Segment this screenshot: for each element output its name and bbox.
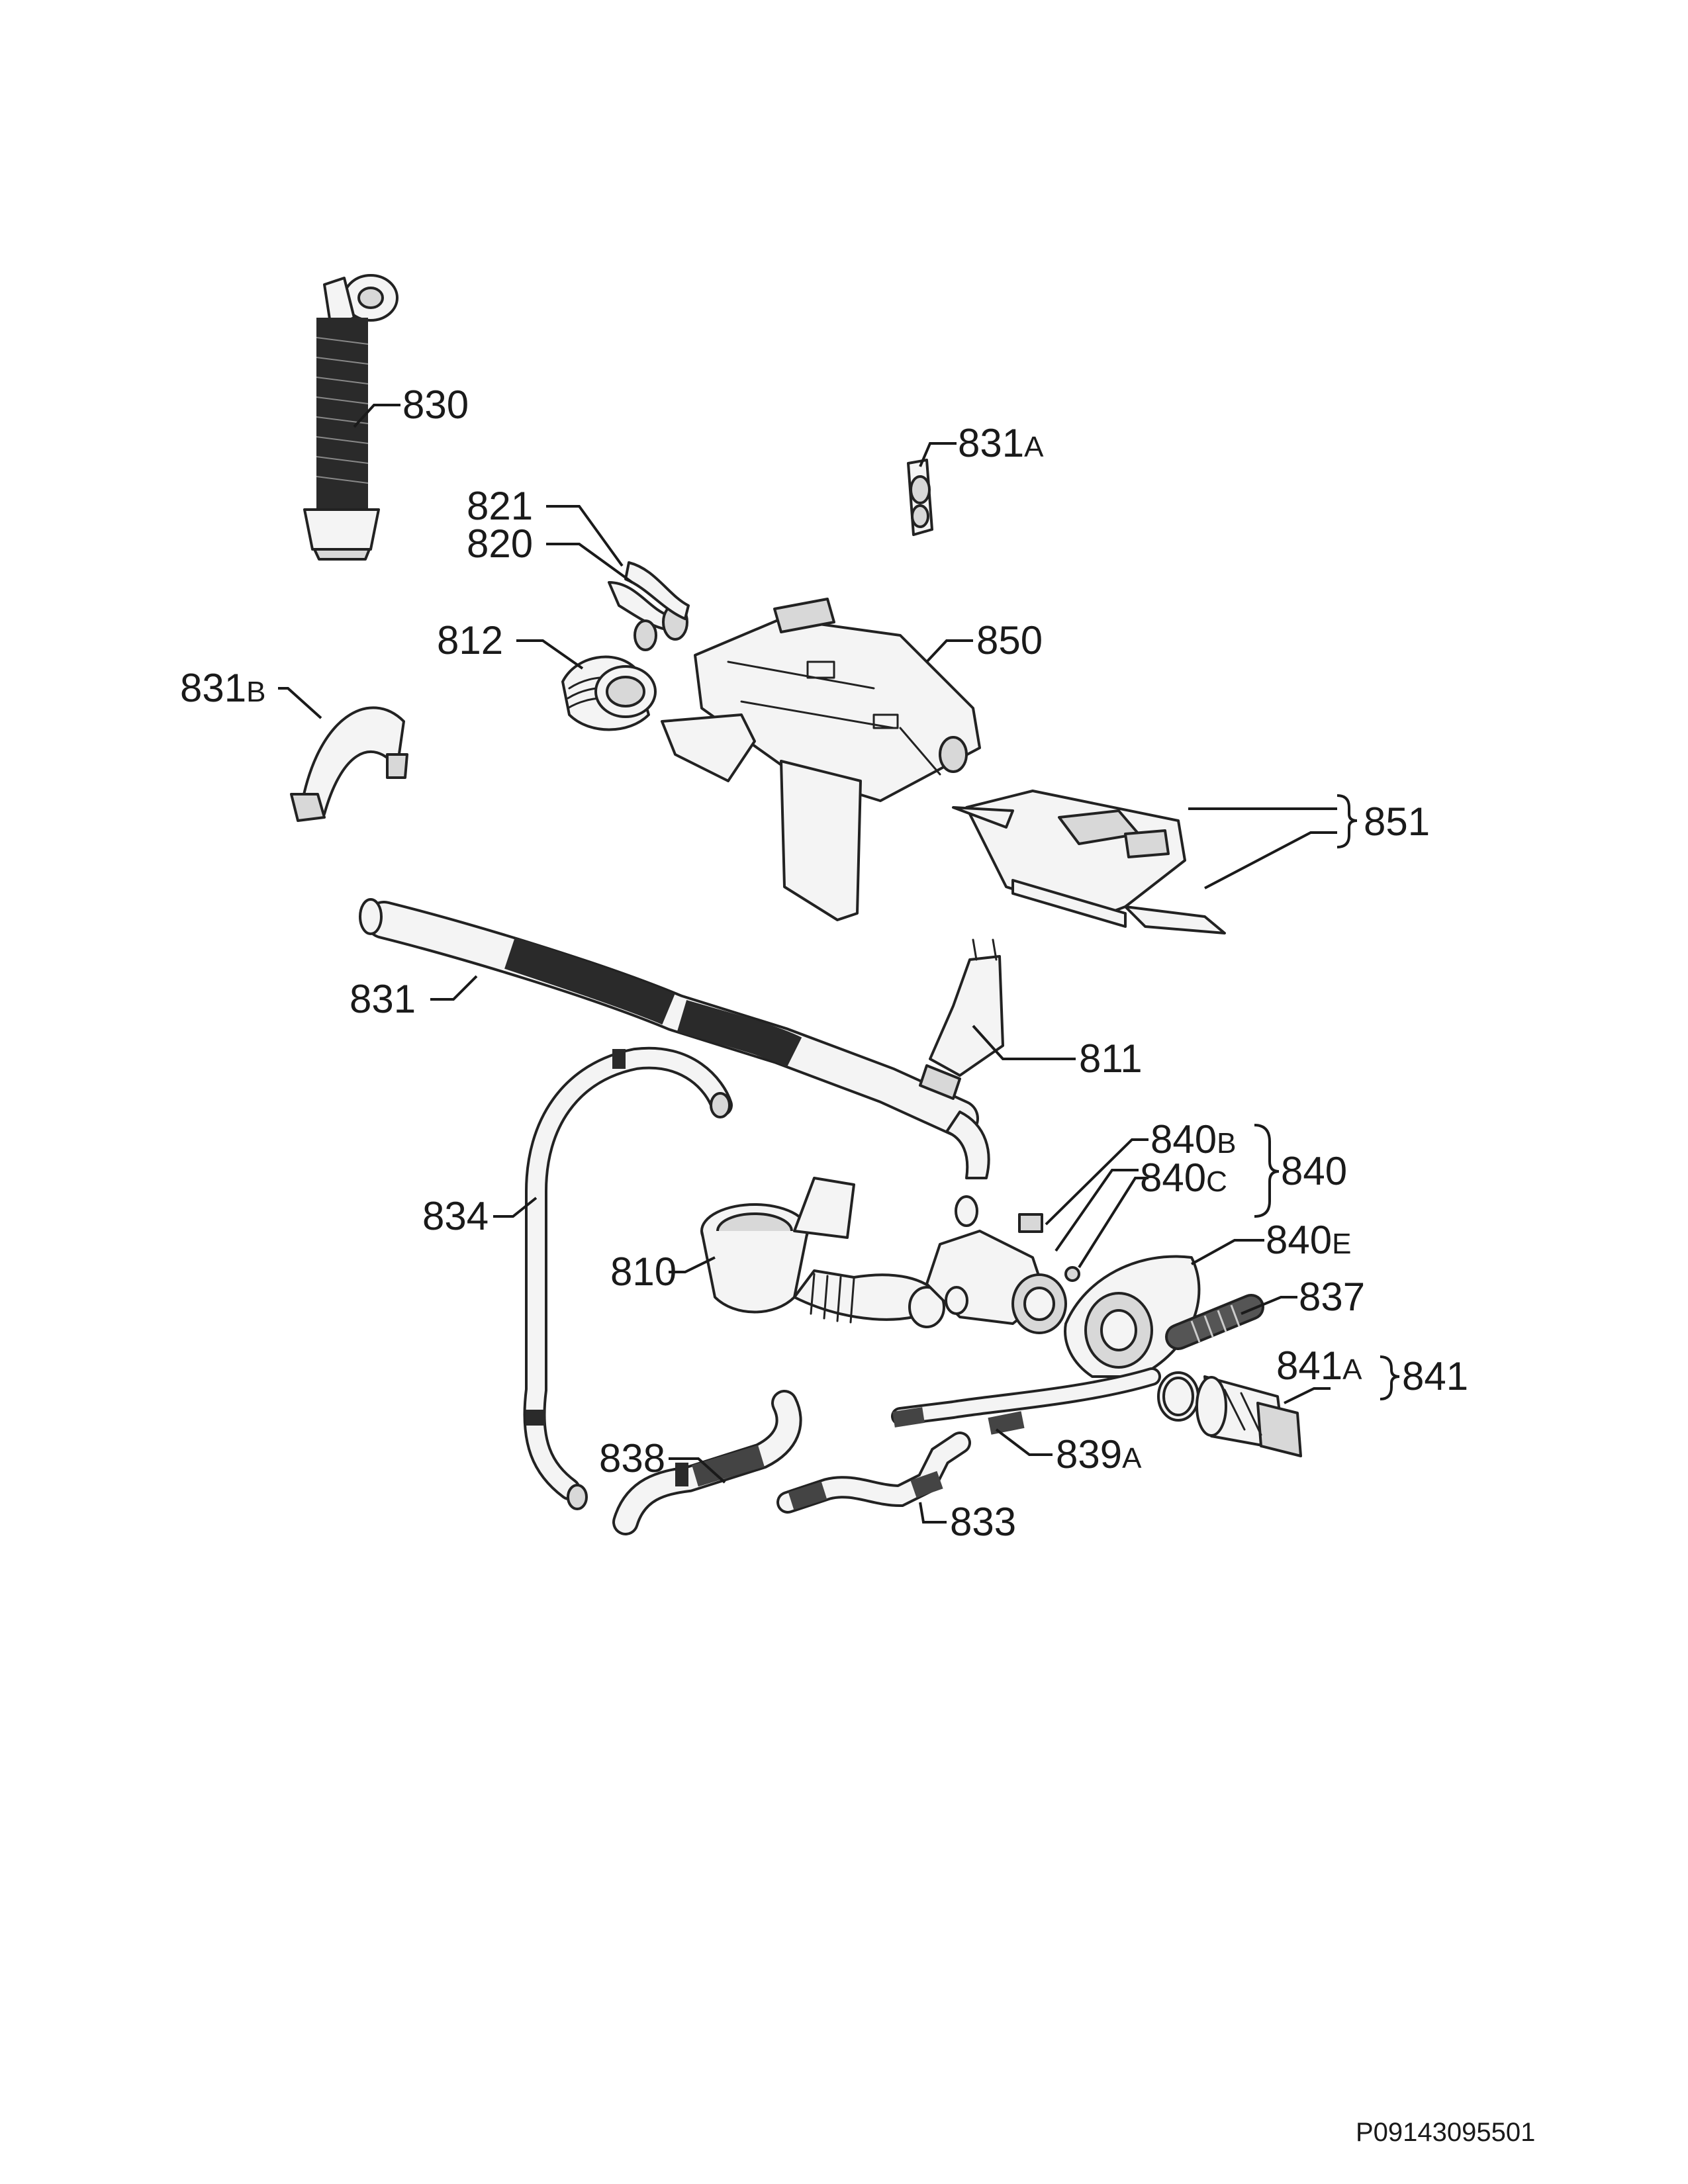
label-837: 837	[1299, 1275, 1365, 1319]
part-837-hose-illustration	[1165, 1294, 1264, 1350]
label-839a: 839A	[1056, 1432, 1142, 1477]
part-851-drawer-illustration	[952, 790, 1226, 934]
part-812-bellows-illustration	[561, 655, 657, 731]
part-838-hose-illustration	[612, 1390, 802, 1535]
part-810-sump-illustration	[700, 1177, 945, 1328]
part-840-pump-illustration	[925, 1195, 1080, 1334]
leader-lines	[278, 404, 1337, 1524]
part-833-hose-illustration	[776, 1367, 1161, 1514]
label-841: 841	[1402, 1354, 1468, 1398]
part-831a-clip-illustration	[907, 459, 933, 536]
brace-840	[1254, 1124, 1280, 1218]
label-840c: 840C	[1140, 1156, 1227, 1200]
part-840e-cover-illustration	[1064, 1255, 1201, 1378]
label-821: 821	[467, 484, 533, 528]
label-840: 840	[1281, 1149, 1347, 1193]
label-830: 830	[402, 383, 469, 427]
label-840e: 840E	[1266, 1218, 1351, 1262]
part-850-dispenser-housing-illustration	[661, 598, 981, 921]
label-851: 851	[1364, 799, 1430, 844]
drawing-code: P09143095501	[1356, 2118, 1535, 2147]
part-834-loop-hose-illustration	[523, 1046, 733, 1510]
brace-841	[1380, 1355, 1400, 1400]
label-831a: 831A	[958, 421, 1044, 465]
label-833: 833	[950, 1500, 1016, 1544]
label-811: 811	[1079, 1036, 1143, 1081]
part-831b-hose-guide-illustration	[290, 706, 408, 822]
part-830-hose-illustration	[303, 274, 399, 561]
label-841a: 841A	[1276, 1343, 1362, 1388]
label-831: 831	[350, 977, 416, 1021]
brace-851	[1336, 794, 1358, 848]
part-820-821-hoses-illustration	[608, 561, 690, 651]
part-811-connector-illustration	[919, 938, 1004, 1100]
part-841-filter-illustration	[1157, 1371, 1302, 1457]
label-810: 810	[610, 1250, 677, 1294]
label-831b: 831B	[180, 666, 265, 710]
label-850: 850	[976, 618, 1043, 662]
label-840b: 840B	[1150, 1117, 1236, 1161]
part-831-drain-hose-illustration	[359, 898, 990, 1179]
label-838: 838	[599, 1436, 665, 1480]
label-834: 834	[422, 1194, 489, 1238]
label-820: 820	[467, 522, 533, 566]
label-812: 812	[437, 618, 503, 662]
